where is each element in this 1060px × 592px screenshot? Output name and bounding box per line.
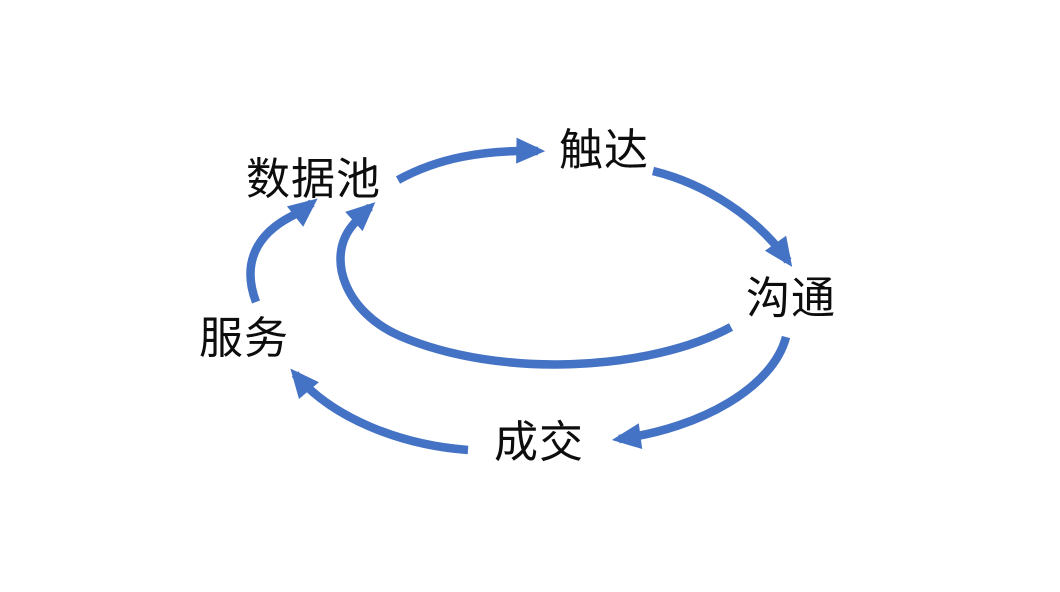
- arrow-deal-to-service: [290, 368, 469, 455]
- arrow-communication-to-deal: [611, 335, 791, 450]
- node-label-reach: 触达: [559, 126, 649, 175]
- node-label-service: 服务: [199, 314, 289, 363]
- arrow-communication-to-data-pool: [336, 202, 734, 369]
- node-label-communication: 沟通: [746, 274, 836, 323]
- arrow-service-to-data-pool: [246, 198, 318, 304]
- arrow-reach-to-communication: [651, 166, 793, 267]
- node-label-data-pool: 数据池: [246, 155, 381, 204]
- arrow-data-pool-to-reach: [395, 137, 546, 184]
- node-label-deal: 成交: [494, 418, 584, 467]
